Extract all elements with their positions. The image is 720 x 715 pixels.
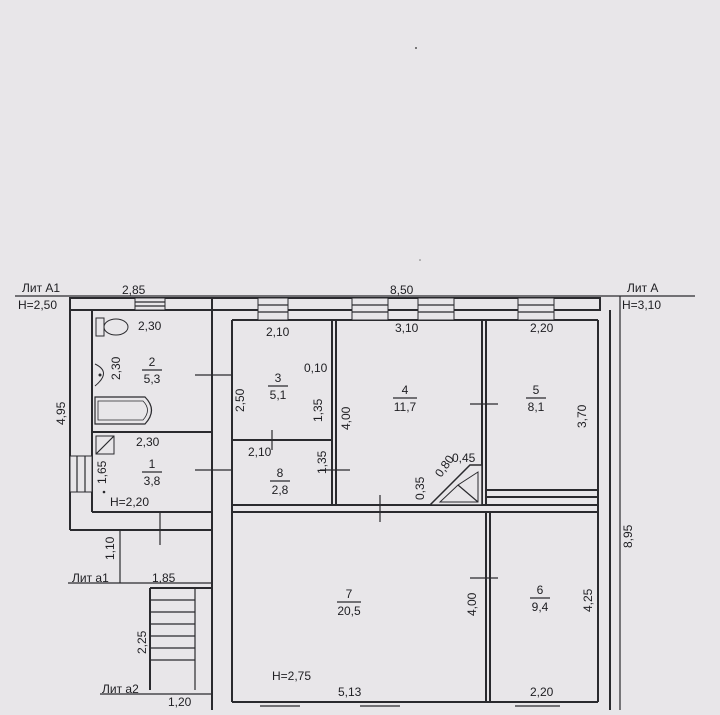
room-6-label: 6 9,4 [530,583,550,614]
window-top-4 [417,297,455,321]
window-left-a1 [69,455,93,493]
room-3-label: 3 5,1 [268,371,288,402]
dim-room6-bottom: 2,20 [530,685,554,699]
window-top-2 [257,297,289,321]
dim-left-total: 4,95 [54,401,68,425]
dim-room2-side: 2,30 [109,356,123,380]
dim-room8-top: 2,10 [248,445,272,459]
dim-room4-top: 3,10 [395,321,419,335]
svg-text:7: 7 [346,587,353,601]
dim-porch-110: 1,10 [103,536,117,560]
window-top-3 [351,297,389,321]
room-2-label: 2 5,3 [142,355,162,386]
room-5-label: 5 8,1 [526,383,546,414]
dim-room1-side: 1,65 [95,460,109,484]
room-7-label: 7 20,5 [337,587,361,618]
dim-top-total: 8,50 [390,283,414,297]
lit-a1-height: Н=2,50 [18,298,57,312]
dim-room4-side: 4,00 [339,406,353,430]
porch-steps [150,588,196,690]
svg-text:5: 5 [533,383,540,397]
room1-height: Н=2,20 [110,495,149,509]
dim-room3-right: 1,35 [311,398,325,422]
dim-room3-side: 2,50 [233,388,247,412]
svg-text:1: 1 [149,457,156,471]
room-1-label: 1 3,8 [142,457,162,488]
stove [428,464,483,506]
lit-a2-label: Лит а2 [102,682,139,696]
svg-text:4: 4 [402,383,409,397]
room-8-label: 8 2,8 [270,466,290,497]
dim-room1-top: 2,30 [136,435,160,449]
dim-right-total: 8,95 [621,524,635,548]
svg-text:6: 6 [537,583,544,597]
dim-stair-c: 0,35 [413,476,427,500]
svg-text:2: 2 [149,355,156,369]
sink-icon [94,363,104,387]
paper-speck [415,47,417,49]
lit-a1-small-label: Лит а1 [72,571,109,585]
svg-text:9,4: 9,4 [532,600,549,614]
svg-text:11,7: 11,7 [394,400,417,414]
dim-top-a1: 2,85 [122,283,146,297]
dim-room7-side: 4,00 [465,592,479,616]
dim-room8-side: 1,35 [315,450,329,474]
svg-text:3: 3 [275,371,282,385]
drain-dot [102,490,106,494]
dim-room7-bottom: 5,13 [338,685,362,699]
dim-room3-top: 2,10 [266,325,290,339]
svg-text:20,5: 20,5 [337,604,361,618]
svg-text:3,8: 3,8 [144,474,161,488]
svg-text:8,1: 8,1 [528,400,545,414]
svg-text:5,1: 5,1 [270,388,287,402]
lit-a-label: Лит А [627,281,658,295]
paper-speck [419,259,421,261]
dim-stair-b: 0,45 [452,451,476,465]
window-top-5 [517,297,555,321]
dim-room6-side: 4,25 [581,588,595,612]
dim-room5-side: 3,70 [575,404,589,428]
lit-a1-label: Лит А1 [22,281,60,295]
lit-a-height: Н=3,10 [622,298,661,312]
room7-height: Н=2,75 [272,669,311,683]
dim-porch-120: 1,20 [168,695,192,709]
bathtub-icon [94,396,153,425]
water-heater-icon [95,435,115,455]
svg-text:5,3: 5,3 [144,372,161,386]
dim-porch-225: 2,25 [135,630,149,654]
dim-room3-small: 0,10 [304,361,328,375]
dim-room5-top: 2,20 [530,321,554,335]
svg-text:2,8: 2,8 [272,483,289,497]
svg-text:8: 8 [277,466,284,480]
dim-porch-185: 1,85 [152,571,176,585]
room-4-label: 4 11,7 [393,383,417,414]
dim-room2-top: 2,30 [138,319,162,333]
window-top-1 [134,297,166,311]
toilet-icon [95,317,129,337]
